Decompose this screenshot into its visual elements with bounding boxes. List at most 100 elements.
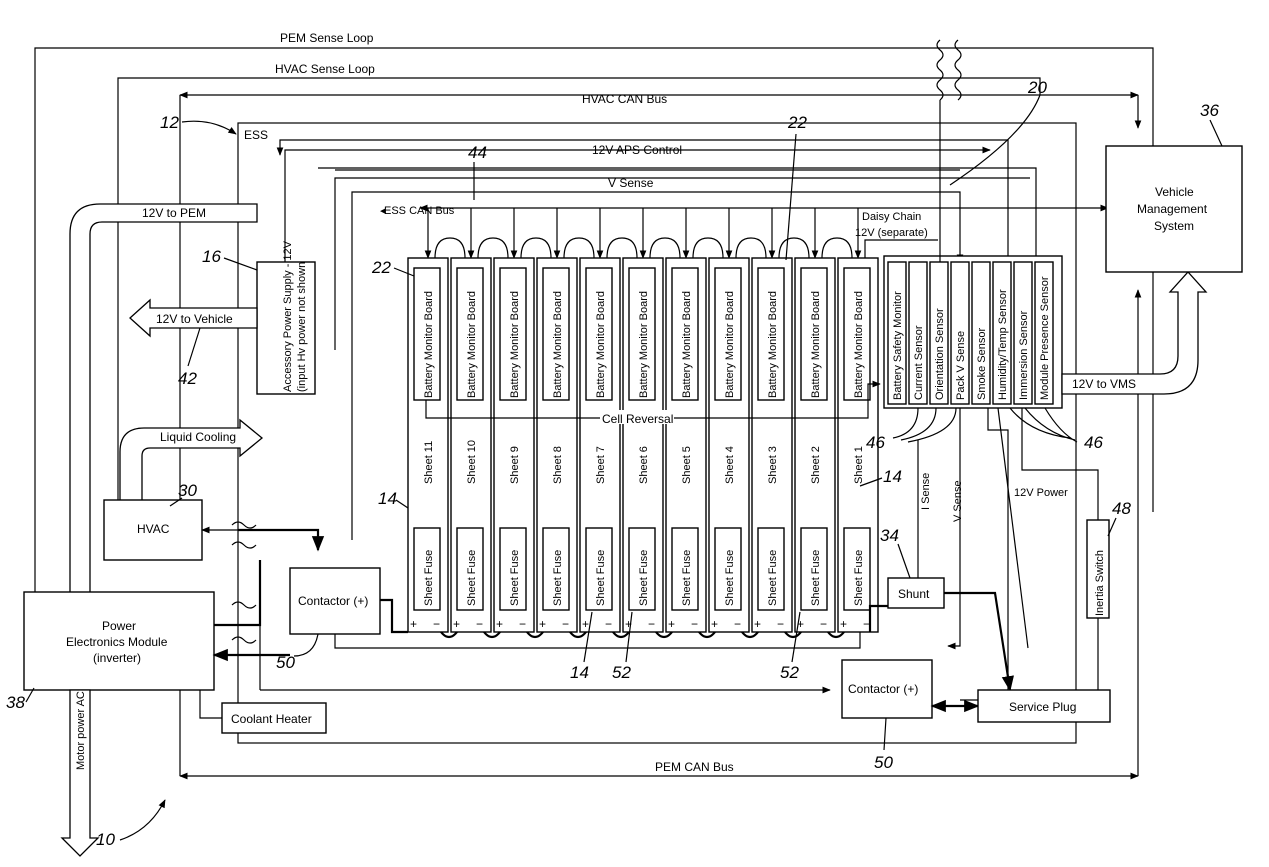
aps-label-line2: (input Hv power not shown: [296, 262, 308, 392]
sheet-fuse-label: Sheet Fuse: [509, 550, 521, 606]
terminal-minus: −: [648, 617, 655, 631]
immersion-sensor-label: Immersion Sensor: [1018, 310, 1030, 400]
motor-power-arrow: Motor power AC: [60, 689, 100, 857]
power-12v-label: 12V Power: [1014, 487, 1068, 499]
battery-monitor-board-label: Battery Monitor Board: [810, 291, 822, 398]
battery-monitor-board-label: Battery Monitor Board: [509, 291, 521, 398]
pack-v-sense-label: Pack V Sense: [955, 331, 967, 400]
ref-22-top: 22: [787, 113, 807, 132]
terminal-plus: +: [711, 617, 718, 631]
coolant-heater-label: Coolant Heater: [231, 712, 312, 726]
sheet-name: Sheet 3: [767, 446, 779, 484]
service-plug: Service Plug: [977, 689, 1111, 723]
power-electronics-module: Power Electronics Module (inverter): [23, 591, 215, 691]
ref-14-left: 14: [378, 489, 397, 508]
series-links: [440, 604, 888, 639]
battery-monitor-board-label: Battery Monitor Board: [552, 291, 564, 398]
sheet: Battery Monitor Board Sheet 9 Sheet Fuse…: [493, 257, 535, 633]
internal-lines: 12V APS Control V Sense ESS CAN Bus ◂: [276, 139, 1109, 540]
hvac-sense-loop-label: HVAC Sense Loop: [275, 62, 375, 76]
terminal-minus: −: [605, 617, 612, 631]
ref-52-right: 52: [780, 663, 799, 682]
terminal-plus: +: [840, 617, 847, 631]
sheet-name: Sheet 1: [853, 446, 865, 484]
terminal-plus: +: [453, 617, 460, 631]
accessory-power-supply: Accessory Power Supply - 12V (input Hv p…: [256, 240, 316, 395]
ref-50-right: 50: [874, 753, 893, 772]
terminal-minus: −: [820, 617, 827, 631]
pem-label-line3: (inverter): [93, 651, 141, 665]
module-presence-sensor-label: Module Presence Sensor: [1039, 276, 1051, 400]
vms-label-line3: System: [1154, 219, 1194, 233]
current-sensor-label: Current Sensor: [913, 325, 925, 400]
coolant-heater: Coolant Heater: [199, 690, 327, 734]
ref-14-bottom: 14: [570, 663, 589, 682]
daisy-chain-sub-label: 12V (separate): [855, 227, 928, 239]
pem-label-line2: Electronics Module: [66, 635, 168, 649]
battery-monitor-board-label: Battery Monitor Board: [767, 291, 779, 398]
ref-22-left: 22: [371, 258, 391, 277]
terminal-minus: −: [519, 617, 526, 631]
ess-can-bus-label: ESS CAN Bus: [384, 205, 455, 217]
v-sense-vertical-label: V Sense: [952, 480, 964, 522]
hvac-label: HVAC: [137, 522, 170, 536]
ref-44: 44: [468, 143, 487, 162]
terminal-plus: +: [625, 617, 632, 631]
contactor-right-label: Contactor (+): [848, 682, 918, 696]
sensor-leads: I Sense V Sense 12V Power: [892, 407, 1099, 701]
sheet-fuse-label: Sheet Fuse: [638, 550, 650, 606]
ref-14-right: 14: [883, 467, 902, 486]
to-vms-label: 12V to VMS: [1072, 377, 1136, 391]
humidity-temp-sensor-label: Humidity/Temp Sensor: [997, 289, 1009, 400]
sheet-fuse-label: Sheet Fuse: [552, 550, 564, 606]
terminal-plus: +: [668, 617, 675, 631]
cell-reversal-label: Cell Reversal: [602, 412, 673, 426]
hvac-block: HVAC: [103, 499, 203, 561]
terminal-plus: +: [496, 617, 503, 631]
inertia-switch: Inertia Switch: [1086, 519, 1110, 692]
battery-monitor-board-label: Battery Monitor Board: [466, 291, 478, 398]
liquid-cooling-label: Liquid Cooling: [160, 430, 236, 444]
smoke-sensor-label: Smoke Sensor: [976, 328, 988, 400]
cell-reversal: Cell Reversal: [425, 380, 881, 426]
battery-monitor-board-label: Battery Monitor Board: [681, 291, 693, 398]
ref-46-left: 46: [866, 433, 885, 452]
battery-monitor-board-label: Battery Monitor Board: [423, 291, 435, 398]
terminal-plus: +: [582, 617, 589, 631]
ref-16: 16: [202, 247, 221, 266]
contactor-left: Contactor (+): [289, 567, 861, 649]
pem-can-bus-label: PEM CAN Bus: [655, 760, 734, 774]
battery-monitor-board-label: Battery Monitor Board: [724, 291, 736, 398]
shunt: Shunt: [887, 577, 1014, 692]
svg-text:◂: ◂: [380, 205, 386, 217]
sheet: Battery Monitor Board Sheet 8 Sheet Fuse…: [536, 257, 578, 633]
terminal-minus: −: [777, 617, 784, 631]
ref-46-right: 46: [1084, 433, 1103, 452]
reference-numerals: 10 12 14 14 14 16 20 22 22 30 34 36 38 4…: [6, 78, 1223, 849]
daisy-chain-label: Daisy Chain: [862, 211, 921, 223]
sheet-name: Sheet 7: [595, 446, 607, 484]
battery-sheets: Battery Monitor Board Sheet 11 Sheet Fus…: [407, 257, 879, 633]
sheet-fuse-label: Sheet Fuse: [767, 550, 779, 606]
ref-34: 34: [880, 526, 899, 545]
vms-label-line1: Vehicle: [1155, 185, 1194, 199]
orientation-sensor-label: Orientation Sensor: [934, 308, 946, 400]
battery-monitor-board-label: Battery Monitor Board: [853, 291, 865, 398]
sensor-panel: Battery Safety Monitor Current Sensor Or…: [883, 255, 1063, 409]
ref-38: 38: [6, 693, 25, 712]
pem-sense-loop: PEM Sense Loop: [34, 31, 1154, 638]
terminal-minus: −: [476, 617, 483, 631]
shunt-label: Shunt: [898, 587, 930, 601]
ess-can-drops: Daisy Chain 12V (separate): [424, 208, 938, 259]
pem-can-bus: PEM CAN Bus: [179, 289, 1142, 780]
ref-50-left: 50: [276, 653, 295, 672]
battery-safety-monitor-label: Battery Safety Monitor: [892, 291, 904, 400]
sheet: Battery Monitor Board Sheet 6 Sheet Fuse…: [622, 257, 664, 633]
terminal-plus: +: [797, 617, 804, 631]
vehicle-management-system: Vehicle Management System: [1105, 145, 1243, 273]
sheet-name: Sheet 6: [638, 446, 650, 484]
ref-12: 12: [160, 113, 179, 132]
ref-52-left: 52: [612, 663, 631, 682]
contactor-right: Contactor (+): [841, 659, 980, 719]
